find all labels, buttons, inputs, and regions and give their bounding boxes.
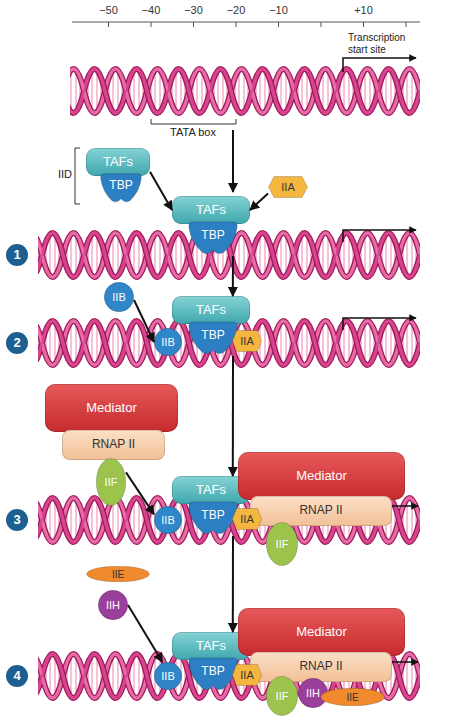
factor-iif: IIF [266,522,298,566]
taf-complex: TAFs [172,196,250,224]
node-text: IIA [281,181,294,193]
node-text: Mediator [296,469,347,483]
node-text: IIB [161,670,174,682]
axis-line [72,22,420,23]
mediator-complex: Mediator [238,608,405,656]
tata-box-label: TATA box [158,126,228,140]
node-text: Mediator [86,401,137,415]
node-text: IIH [306,687,320,699]
tbp-protein: TBP [188,220,238,256]
node-text: IIB [161,336,174,348]
start-site-arrow [343,318,416,330]
dna-helix [38,318,420,368]
rna-polymerase: RNAP II [250,652,392,682]
node-text: TBP [201,509,224,522]
mediator-complex: Mediator [45,384,178,432]
axis-tick-label: −50 [94,4,124,18]
rna-polymerase: RNAP II [250,496,392,526]
node-text: IIF [276,538,289,550]
factor-iia: IIA [232,664,262,686]
factor-iib: IIB [154,328,182,356]
tbp-protein: TBP [188,500,238,536]
callout-number: 1 [6,244,28,266]
node-text: IIH [106,599,120,611]
complex-label: IID [44,168,72,184]
node-text: RNAP II [92,438,135,451]
factor-iib: IIB [154,662,182,690]
arrow-connector [134,300,154,342]
axis-tick-label: −40 [136,4,166,18]
start-site-arrow [392,505,418,507]
dna-helix [70,66,420,116]
factor-iib: IIB [104,282,134,312]
node-text: RNAP II [299,504,342,517]
factor-iia: IIA [268,176,308,198]
node-text: IIE [112,569,124,580]
arrow-connector [232,536,234,632]
tbp-protein: TBP [100,172,142,204]
iid-bracket [75,148,80,204]
arrow-connector [232,356,234,476]
node-text: RNAP II [299,660,342,673]
node-text: TAFs [196,483,226,497]
callout-number: 4 [6,665,28,687]
start-site-arrow [343,230,416,242]
start-site-label: Transcription start site [348,32,422,58]
node-text: TAFs [196,203,226,217]
node-text: IIA [240,669,253,681]
tata-bracket [151,119,236,124]
callout-number: 2 [6,332,28,354]
node-text: IIF [276,690,289,702]
node-text: TAFs [103,155,133,169]
factor-iif: IIF [266,676,298,716]
taf-complex: TAFs [172,296,250,324]
axis-ticks [109,22,407,27]
arrow-connector [250,194,268,210]
node-text: IIA [240,513,253,525]
factor-iie: IIE [86,566,150,582]
callout-number: 3 [6,509,28,531]
axis-tick-label: +10 [349,4,379,18]
factor-iib: IIB [154,506,182,534]
dna-helix [38,495,420,545]
arrow-connector [126,472,154,514]
axis-tick-label: −30 [179,4,209,18]
step-arrow [232,130,234,192]
taf-complex: TAFs [86,148,150,176]
node-text: TBP [201,229,224,242]
factor-iif: IIF [96,458,126,506]
factor-iih: IIH [98,590,128,620]
start-site-arrow [343,58,416,72]
node-text: IIA [240,335,253,347]
node-text: TBP [201,665,224,678]
node-text: TBP [201,329,224,342]
arrow-connector [128,605,162,662]
tbp-protein: TBP [188,320,238,356]
node-text: IIE [346,692,358,703]
node-text: TAFs [196,639,226,653]
node-text: IIB [112,291,125,303]
axis-tick-label: −20 [221,4,251,18]
node-text: IIF [105,476,118,488]
node-text: IIB [161,514,174,526]
axis-tick-label: −10 [264,4,294,18]
factor-iia: IIA [232,508,262,530]
factor-iie: IIE [320,688,385,706]
mediator-complex: Mediator [238,452,405,500]
rna-polymerase: RNAP II [62,430,165,460]
start-site-arrow [392,661,418,663]
tbp-protein: TBP [188,656,238,692]
arrow-connector [232,256,234,296]
factor-iia: IIA [232,330,262,352]
arrow-connector [150,172,172,210]
node-text: Mediator [296,625,347,639]
node-text: TBP [109,179,132,192]
node-text: TAFs [196,303,226,317]
